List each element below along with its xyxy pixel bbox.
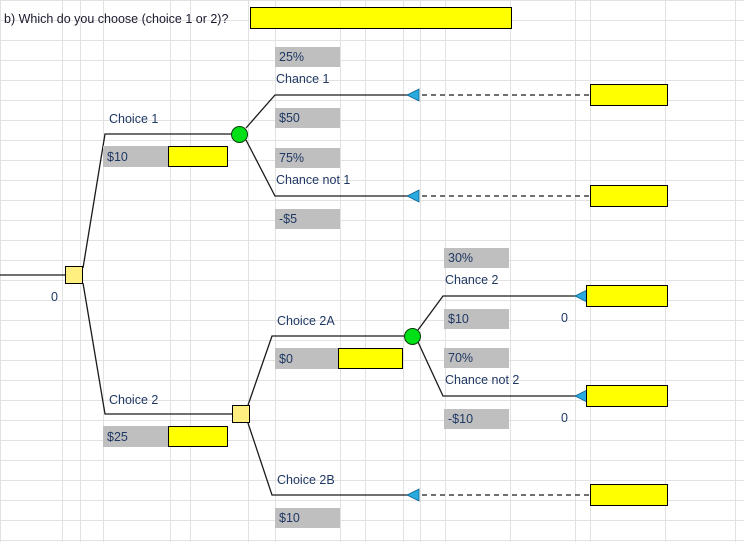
right-value-chance-2: 0: [561, 311, 568, 325]
grid-line-horizontal: [0, 380, 744, 381]
entry-box-choice-2a[interactable]: [338, 348, 403, 369]
branch-label-chance-not-2: Chance not 2: [445, 373, 520, 387]
grid-line-horizontal: [0, 220, 744, 221]
probability-tag-chance-2: 30%: [444, 248, 509, 268]
branch-label-chance-1: Chance 1: [276, 72, 330, 86]
grid-line-horizontal: [0, 40, 744, 41]
right-value-chance-not-2: 0: [561, 411, 568, 425]
grid-line-horizontal: [0, 240, 744, 241]
grid-line-vertical: [62, 0, 63, 542]
grid-line-horizontal: [0, 200, 744, 201]
grid-line-horizontal: [0, 60, 744, 61]
probability-tag-chance-1: 25%: [275, 47, 340, 67]
terminal-box-chance-not-1[interactable]: [590, 185, 668, 207]
grid-line-vertical: [445, 0, 446, 542]
question-text: b) Which do you choose (choice 1 or 2)?: [4, 12, 229, 26]
payoff-tag-chance-2: $10: [444, 309, 509, 329]
grid-line-horizontal: [0, 280, 744, 281]
grid-line-vertical: [0, 0, 1, 542]
grid-line-horizontal: [0, 180, 744, 181]
grid-line-horizontal: [0, 340, 744, 341]
terminal-box-choice-2b[interactable]: [590, 484, 668, 506]
payoff-tag-chance-1: $50: [275, 108, 340, 128]
grid-line-vertical: [103, 0, 104, 542]
branch-label-choice-2b: Choice 2B: [277, 473, 335, 487]
grid-line-horizontal: [0, 0, 744, 1]
payoff-tag-chance-not-2: -$10: [444, 409, 509, 429]
grid-line-vertical: [170, 0, 171, 542]
grid-line-horizontal: [0, 460, 744, 461]
grid-line-vertical: [735, 0, 736, 542]
terminal-box-chance-1[interactable]: [590, 84, 668, 106]
grid-line-vertical: [403, 0, 404, 542]
branch-label-choice-2: Choice 2: [109, 393, 159, 407]
root-decision-node[interactable]: [65, 266, 83, 284]
branch-label-chance-2: Chance 2: [445, 273, 499, 287]
grid-line-vertical: [275, 0, 276, 542]
grid-line-vertical: [365, 0, 366, 542]
entry-box-choice-2[interactable]: [168, 426, 228, 447]
grid-line-horizontal: [0, 520, 744, 521]
grid-line-vertical: [590, 0, 591, 542]
probability-tag-chance-not-1: 75%: [275, 148, 340, 168]
grid-line-horizontal: [0, 500, 744, 501]
grid-line-vertical: [575, 0, 576, 542]
payoff-tag-choice-2b: $10: [275, 508, 340, 528]
grid-line-horizontal: [0, 260, 744, 261]
probability-tag-chance-not-2: 70%: [444, 348, 509, 368]
decision-node-2[interactable]: [232, 405, 250, 423]
grid-line-vertical: [510, 0, 511, 542]
grid-line-horizontal: [0, 540, 744, 541]
terminal-box-chance-not-2[interactable]: [586, 385, 668, 407]
grid-line-horizontal: [0, 320, 744, 321]
grid-line-vertical: [248, 0, 249, 542]
grid-line-horizontal: [0, 140, 744, 141]
grid-line-vertical: [665, 0, 666, 542]
root-value-label: 0: [51, 290, 58, 304]
grid-line-vertical: [340, 0, 341, 542]
entry-box-choice-1[interactable]: [168, 146, 228, 167]
branch-label-chance-not-1: Chance not 1: [276, 173, 351, 187]
grid-line-horizontal: [0, 420, 744, 421]
branch-label-choice-2a: Choice 2A: [277, 314, 335, 328]
answer-input[interactable]: [250, 7, 512, 29]
chance-node-2[interactable]: [404, 328, 421, 345]
grid-line-vertical: [420, 0, 421, 542]
grid-line-horizontal: [0, 480, 744, 481]
terminal-box-chance-2[interactable]: [586, 285, 668, 307]
chance-node-1[interactable]: [231, 126, 248, 143]
grid-line-horizontal: [0, 300, 744, 301]
grid-line-vertical: [190, 0, 191, 542]
payoff-tag-chance-not-1: -$5: [275, 209, 340, 229]
branch-label-choice-1: Choice 1: [109, 112, 159, 126]
grid-line-horizontal: [0, 80, 744, 81]
